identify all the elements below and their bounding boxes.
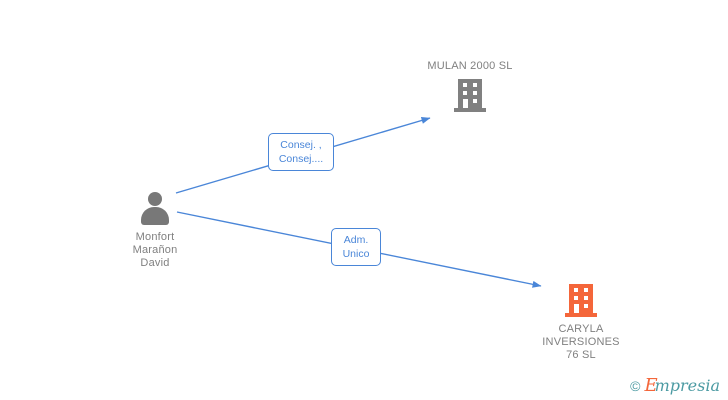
edge-label-administrador-unico[interactable]: Adm. Unico <box>331 228 381 266</box>
building-icon <box>452 77 488 115</box>
edge-label-consejero[interactable]: Consej. , Consej.... <box>268 133 334 171</box>
node-label-person: Monfort Marañon David <box>132 231 178 269</box>
node-person-monfort-maranon-david[interactable]: Monfort Marañon David <box>75 190 235 270</box>
brand-name: Empresia <box>644 376 720 395</box>
building-icon <box>563 282 599 320</box>
person-icon <box>137 190 173 228</box>
copyright-icon: © <box>630 377 641 394</box>
watermark-empresia: © Empresia <box>630 376 720 395</box>
node-label-caryla-inversiones-76-sl: CARYLA INVERSIONES 76 SL <box>542 323 620 361</box>
node-label-mulan-2000-sl: MULAN 2000 SL <box>427 60 513 72</box>
node-company-mulan-2000-sl[interactable]: MULAN 2000 SL <box>390 60 550 115</box>
node-company-caryla-inversiones-76-sl[interactable]: CARYLA INVERSIONES 76 SL <box>501 282 661 362</box>
brand-rest: mpresia <box>654 376 720 395</box>
brand-initial: E <box>644 375 658 396</box>
